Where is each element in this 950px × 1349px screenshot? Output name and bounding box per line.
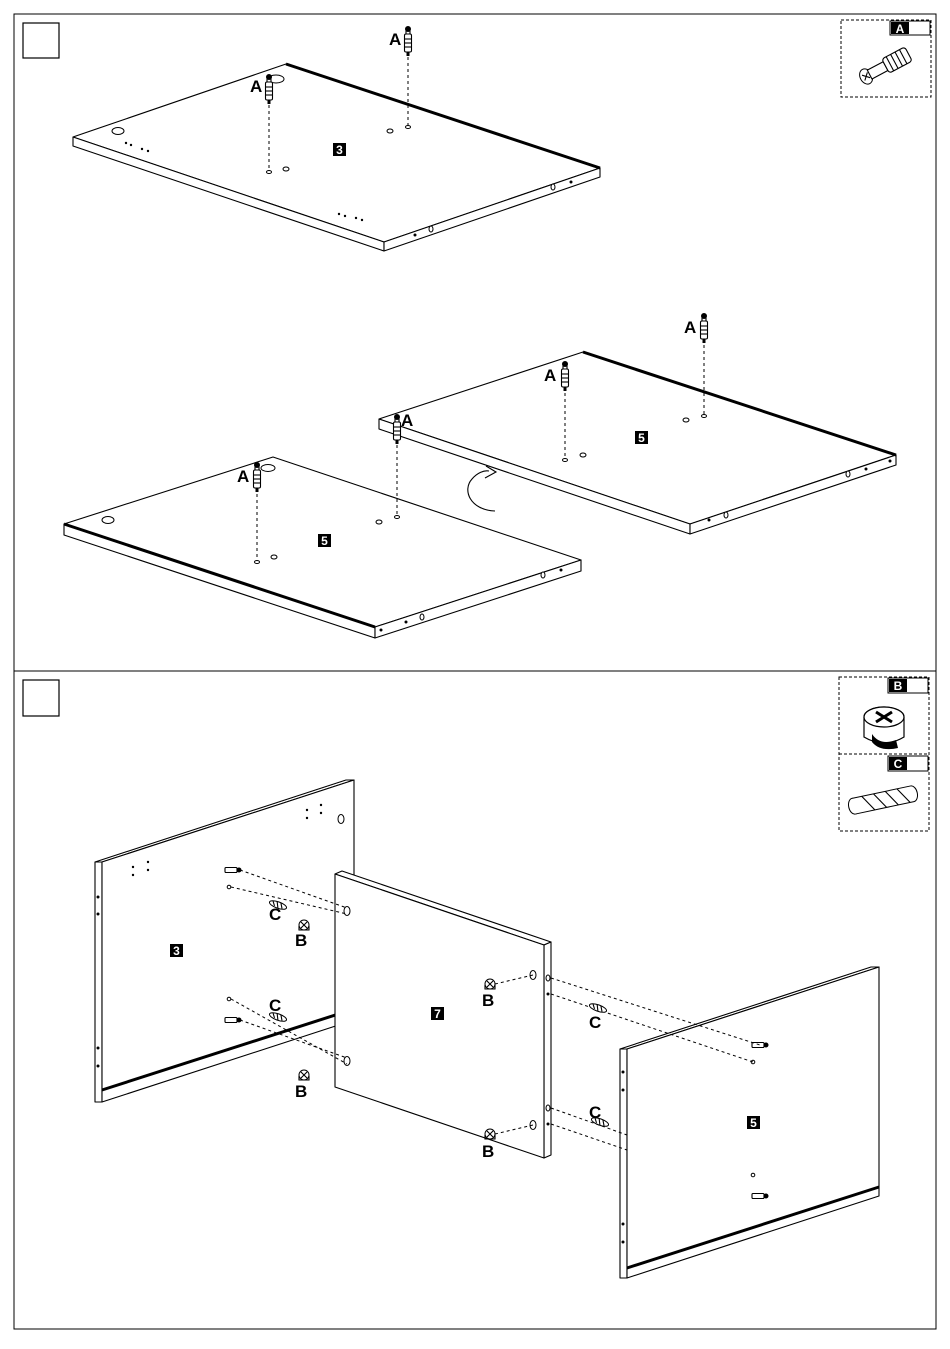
hardware-label-a5: A xyxy=(237,467,249,486)
part-label-5-right: 5 xyxy=(638,431,645,445)
hardware-label-a1: A xyxy=(250,77,262,96)
step-2-number-box xyxy=(23,680,59,716)
hardware-label-a3: A xyxy=(544,366,556,385)
part-label-5-right-step2: 5 xyxy=(750,1116,757,1130)
part-label-3-top: 3 xyxy=(336,143,343,157)
panel-7-middle: 7 xyxy=(335,871,551,1158)
panel-3-top: 3 A A xyxy=(73,26,600,251)
hardware-legend-bc: B C xyxy=(839,677,929,831)
legend-code-a: A xyxy=(896,22,905,36)
legend-code-c: C xyxy=(894,757,903,771)
step-1-number-box xyxy=(23,23,59,58)
hardware-label-a2: A xyxy=(389,30,401,49)
panel-5-right: 5 A A xyxy=(379,313,896,534)
flip-arrow-icon xyxy=(468,466,496,511)
hardware-label-b1: B xyxy=(295,931,307,950)
hardware-label-c1: C xyxy=(269,905,281,924)
part-label-3-left: 3 xyxy=(173,944,180,958)
panel-3-left: 3 xyxy=(95,780,354,1102)
hardware-label-c3: C xyxy=(589,1013,601,1032)
panel-5-right-step2: 5 xyxy=(620,967,879,1278)
legend-code-b: B xyxy=(894,679,903,693)
hardware-label-b3: B xyxy=(482,991,494,1010)
hardware-label-b4: B xyxy=(482,1142,494,1161)
hardware-label-c4: C xyxy=(589,1103,601,1122)
hardware-label-b2: B xyxy=(295,1082,307,1101)
hardware-label-a4: A xyxy=(684,318,696,337)
hardware-legend-a: A xyxy=(841,20,931,97)
part-label-7-middle: 7 xyxy=(434,1007,441,1021)
hardware-label-c2: C xyxy=(269,996,281,1015)
hardware-label-a6: A xyxy=(401,411,413,430)
part-label-5-left: 5 xyxy=(321,534,328,548)
